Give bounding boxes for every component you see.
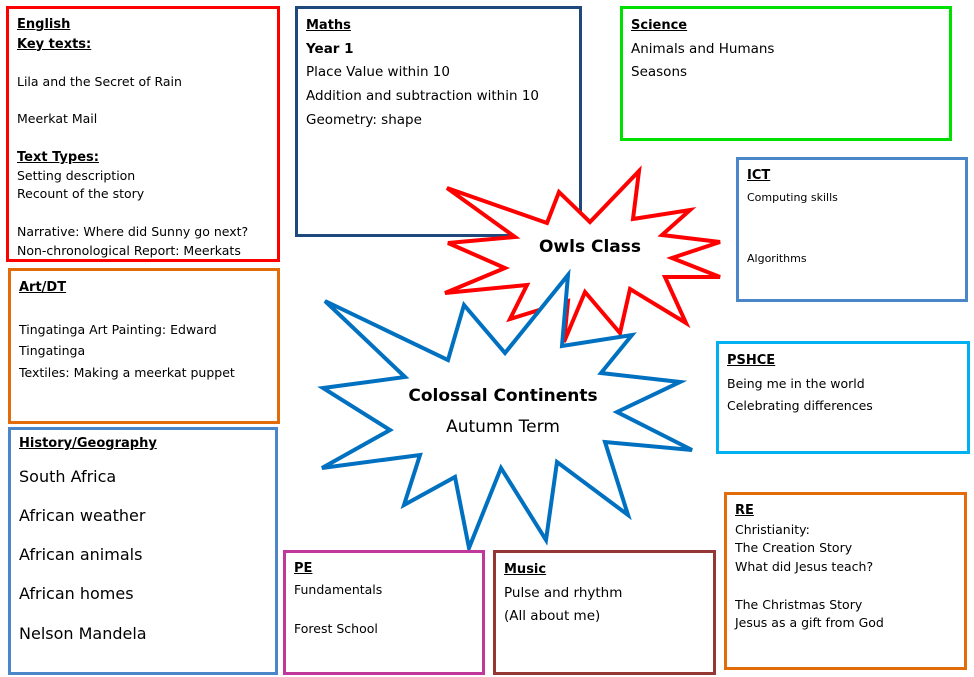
ict-item: Algorithms [747, 252, 807, 265]
ict-title: ICT [747, 168, 771, 183]
pe-item: Forest School [294, 620, 378, 636]
science-item: Animals and Humans [631, 40, 775, 57]
history-item: African animals [19, 545, 143, 565]
maths-box: Maths Year 1 Place Value within 10 Addit… [295, 6, 582, 237]
pshce-title: PSHCE [727, 353, 776, 368]
history-title: History/Geography [19, 436, 157, 451]
art-title: Art/DT [19, 280, 67, 295]
pshce-item: Being me in the world [727, 375, 865, 391]
art-box: Art/DT Tingatinga Art Painting: Edward T… [8, 268, 280, 424]
re-item: What did Jesus teach? [735, 559, 874, 574]
maths-item: Addition and subtraction within 10 [306, 88, 539, 104]
music-item: Pulse and rhythm [504, 584, 623, 601]
topic-title: Colossal Continents [408, 386, 598, 406]
science-title: Science [631, 18, 688, 33]
class-name: Owls Class [538, 237, 642, 257]
science-item: Seasons [631, 64, 688, 81]
maths-title: Maths [306, 18, 351, 33]
term-label: Autumn Term [446, 417, 560, 437]
ict-box: ICT Computing skills Algorithms [736, 157, 968, 302]
music-box: Music Pulse and rhythm (All about me) [493, 550, 716, 675]
art-item: Tingatinga Art Painting: Edward [19, 321, 217, 337]
music-item: (All about me) [504, 608, 601, 625]
pshce-box: PSHCE Being me in the world Celebrating … [716, 341, 970, 454]
science-box: Science Animals and Humans Seasons [620, 6, 952, 141]
writing-unit: Narrative: Where did Sunny go next? [17, 223, 249, 239]
key-texts-heading: Key texts: [17, 36, 92, 52]
key-text: Meerkat Mail [17, 111, 98, 127]
text-type: Recount of the story [17, 186, 145, 202]
key-text: Lila and the Secret of Rain [17, 73, 182, 89]
history-item: African weather [19, 506, 146, 526]
art-item: Textiles: Making a meerkat puppet [19, 365, 235, 381]
maths-item: Geometry: shape [306, 111, 422, 128]
re-item: The Creation Story [735, 540, 853, 556]
text-types-heading: Text Types: [17, 149, 99, 165]
re-title: RE [735, 503, 754, 518]
pe-item: Fundamentals [294, 581, 383, 597]
pe-title: PE [294, 561, 313, 576]
history-item: African homes [19, 584, 134, 604]
english-box: English Key texts: Lila and the Secret o… [6, 6, 280, 262]
history-box: History/Geography South Africa African w… [8, 427, 278, 675]
history-item: Nelson Mandela [19, 623, 147, 643]
pe-box: PE Fundamentals Forest School [283, 550, 485, 675]
re-item: The Christmas Story [735, 596, 863, 612]
music-title: Music [504, 562, 547, 577]
topic-star [317, 268, 693, 556]
pshce-item: Celebrating differences [727, 397, 873, 413]
maths-year: Year 1 [306, 40, 354, 57]
art-item: Tingatinga [19, 343, 86, 359]
re-box: RE Christianity: The Creation Story What… [724, 492, 967, 670]
owls-class-star [444, 165, 721, 343]
text-type: Setting description [17, 168, 136, 184]
maths-item: Place Value within 10 [306, 64, 450, 81]
re-item: Christianity: [735, 521, 810, 537]
re-item: Jesus as a gift from God [735, 615, 884, 631]
writing-unit: Non-chronological Report: Meerkats [17, 242, 241, 258]
history-item: South Africa [19, 466, 117, 486]
english-title: English [17, 17, 71, 32]
ict-item: Computing skills [747, 190, 838, 204]
